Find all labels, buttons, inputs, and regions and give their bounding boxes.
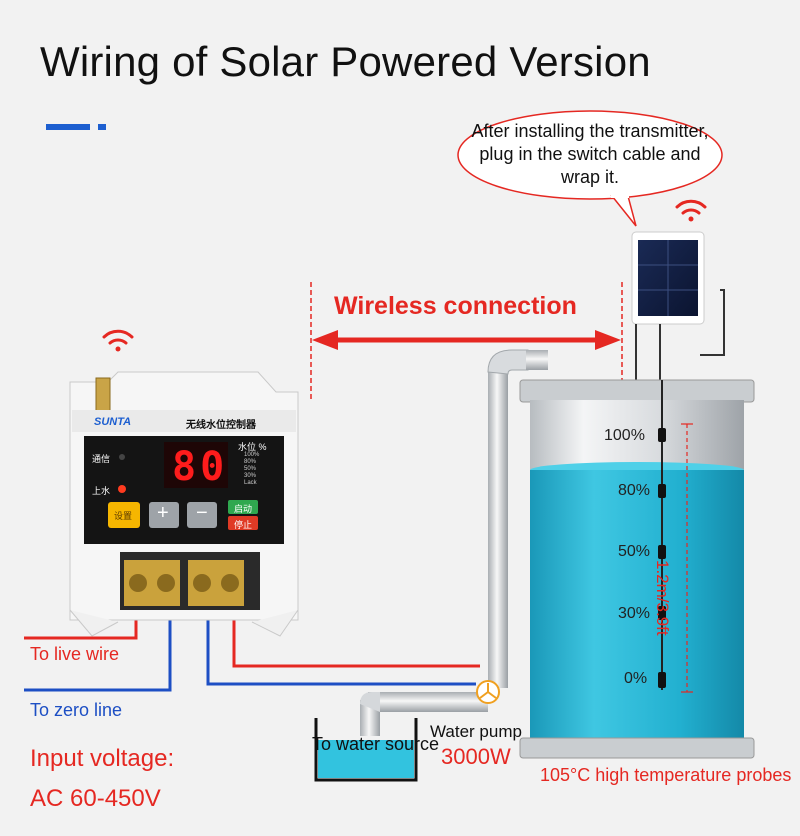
callout-tail [610,195,637,227]
wifi-icon [675,199,707,222]
input-voltage-label: Input voltage: [30,745,175,772]
title-accent-bar [46,124,90,130]
input-voltage-value: AC 60-450V [30,785,161,812]
comm-label: 通信 [92,454,111,464]
pump-on-label: 上水 [92,486,111,496]
page-title: Wiring of Solar Powered Version [40,38,651,85]
controller-name: 无线水位控制器 [186,420,256,431]
live-wire-label: To live wire [30,644,120,664]
level-mark: 30% [244,473,257,479]
level-header: 水位 % [238,442,267,452]
level-label-100: 100% [604,427,645,444]
level-probe [658,380,666,690]
water-pipe [360,349,548,736]
level-label-0: 0% [624,670,648,687]
level-display: 80 [172,444,229,490]
probe-length-marker [681,423,693,693]
wireless-connection-label: Wireless connection [334,292,577,320]
level-label-30: 30% [618,605,651,622]
controller-brand: SUNTA [94,416,132,428]
title-accent-dot [98,124,106,130]
pump-power-label: 3000W [441,744,511,769]
wifi-icon [102,329,134,352]
water-source-label: To water source [312,734,440,754]
level-label-50: 50% [618,543,651,560]
callout-text: After installing the transmitter, plug i… [471,121,709,187]
water-source-basin [314,718,418,782]
minus-button[interactable]: − [196,502,208,524]
level-mark: 50% [244,466,257,472]
zero-line-label: To zero line [30,700,123,720]
callout-bubble [457,110,723,200]
probes-label: 105°C high temperature probes [540,765,792,785]
level-mark: 100% [244,452,260,458]
stop-button[interactable]: 停止 [234,520,253,530]
plus-button[interactable]: + [157,502,169,524]
wireless-double-arrow [312,330,621,350]
water-pump-icon [476,680,500,704]
level-label-80: 80% [618,482,651,499]
level-mark: Lack [244,480,257,486]
set-button[interactable]: 设置 [114,511,133,521]
start-button[interactable]: 启动 [234,504,253,514]
probe-length-label: 1.2m/3.9ft [653,560,672,636]
solar-transmitter [631,231,725,380]
water-pump-label: Water pump [430,722,522,741]
water-tank [519,379,755,759]
level-mark: 80% [244,459,257,465]
water-level-controller [69,371,299,637]
level-marks-list: 100% 80% 50% 30% Lack [244,452,259,487]
